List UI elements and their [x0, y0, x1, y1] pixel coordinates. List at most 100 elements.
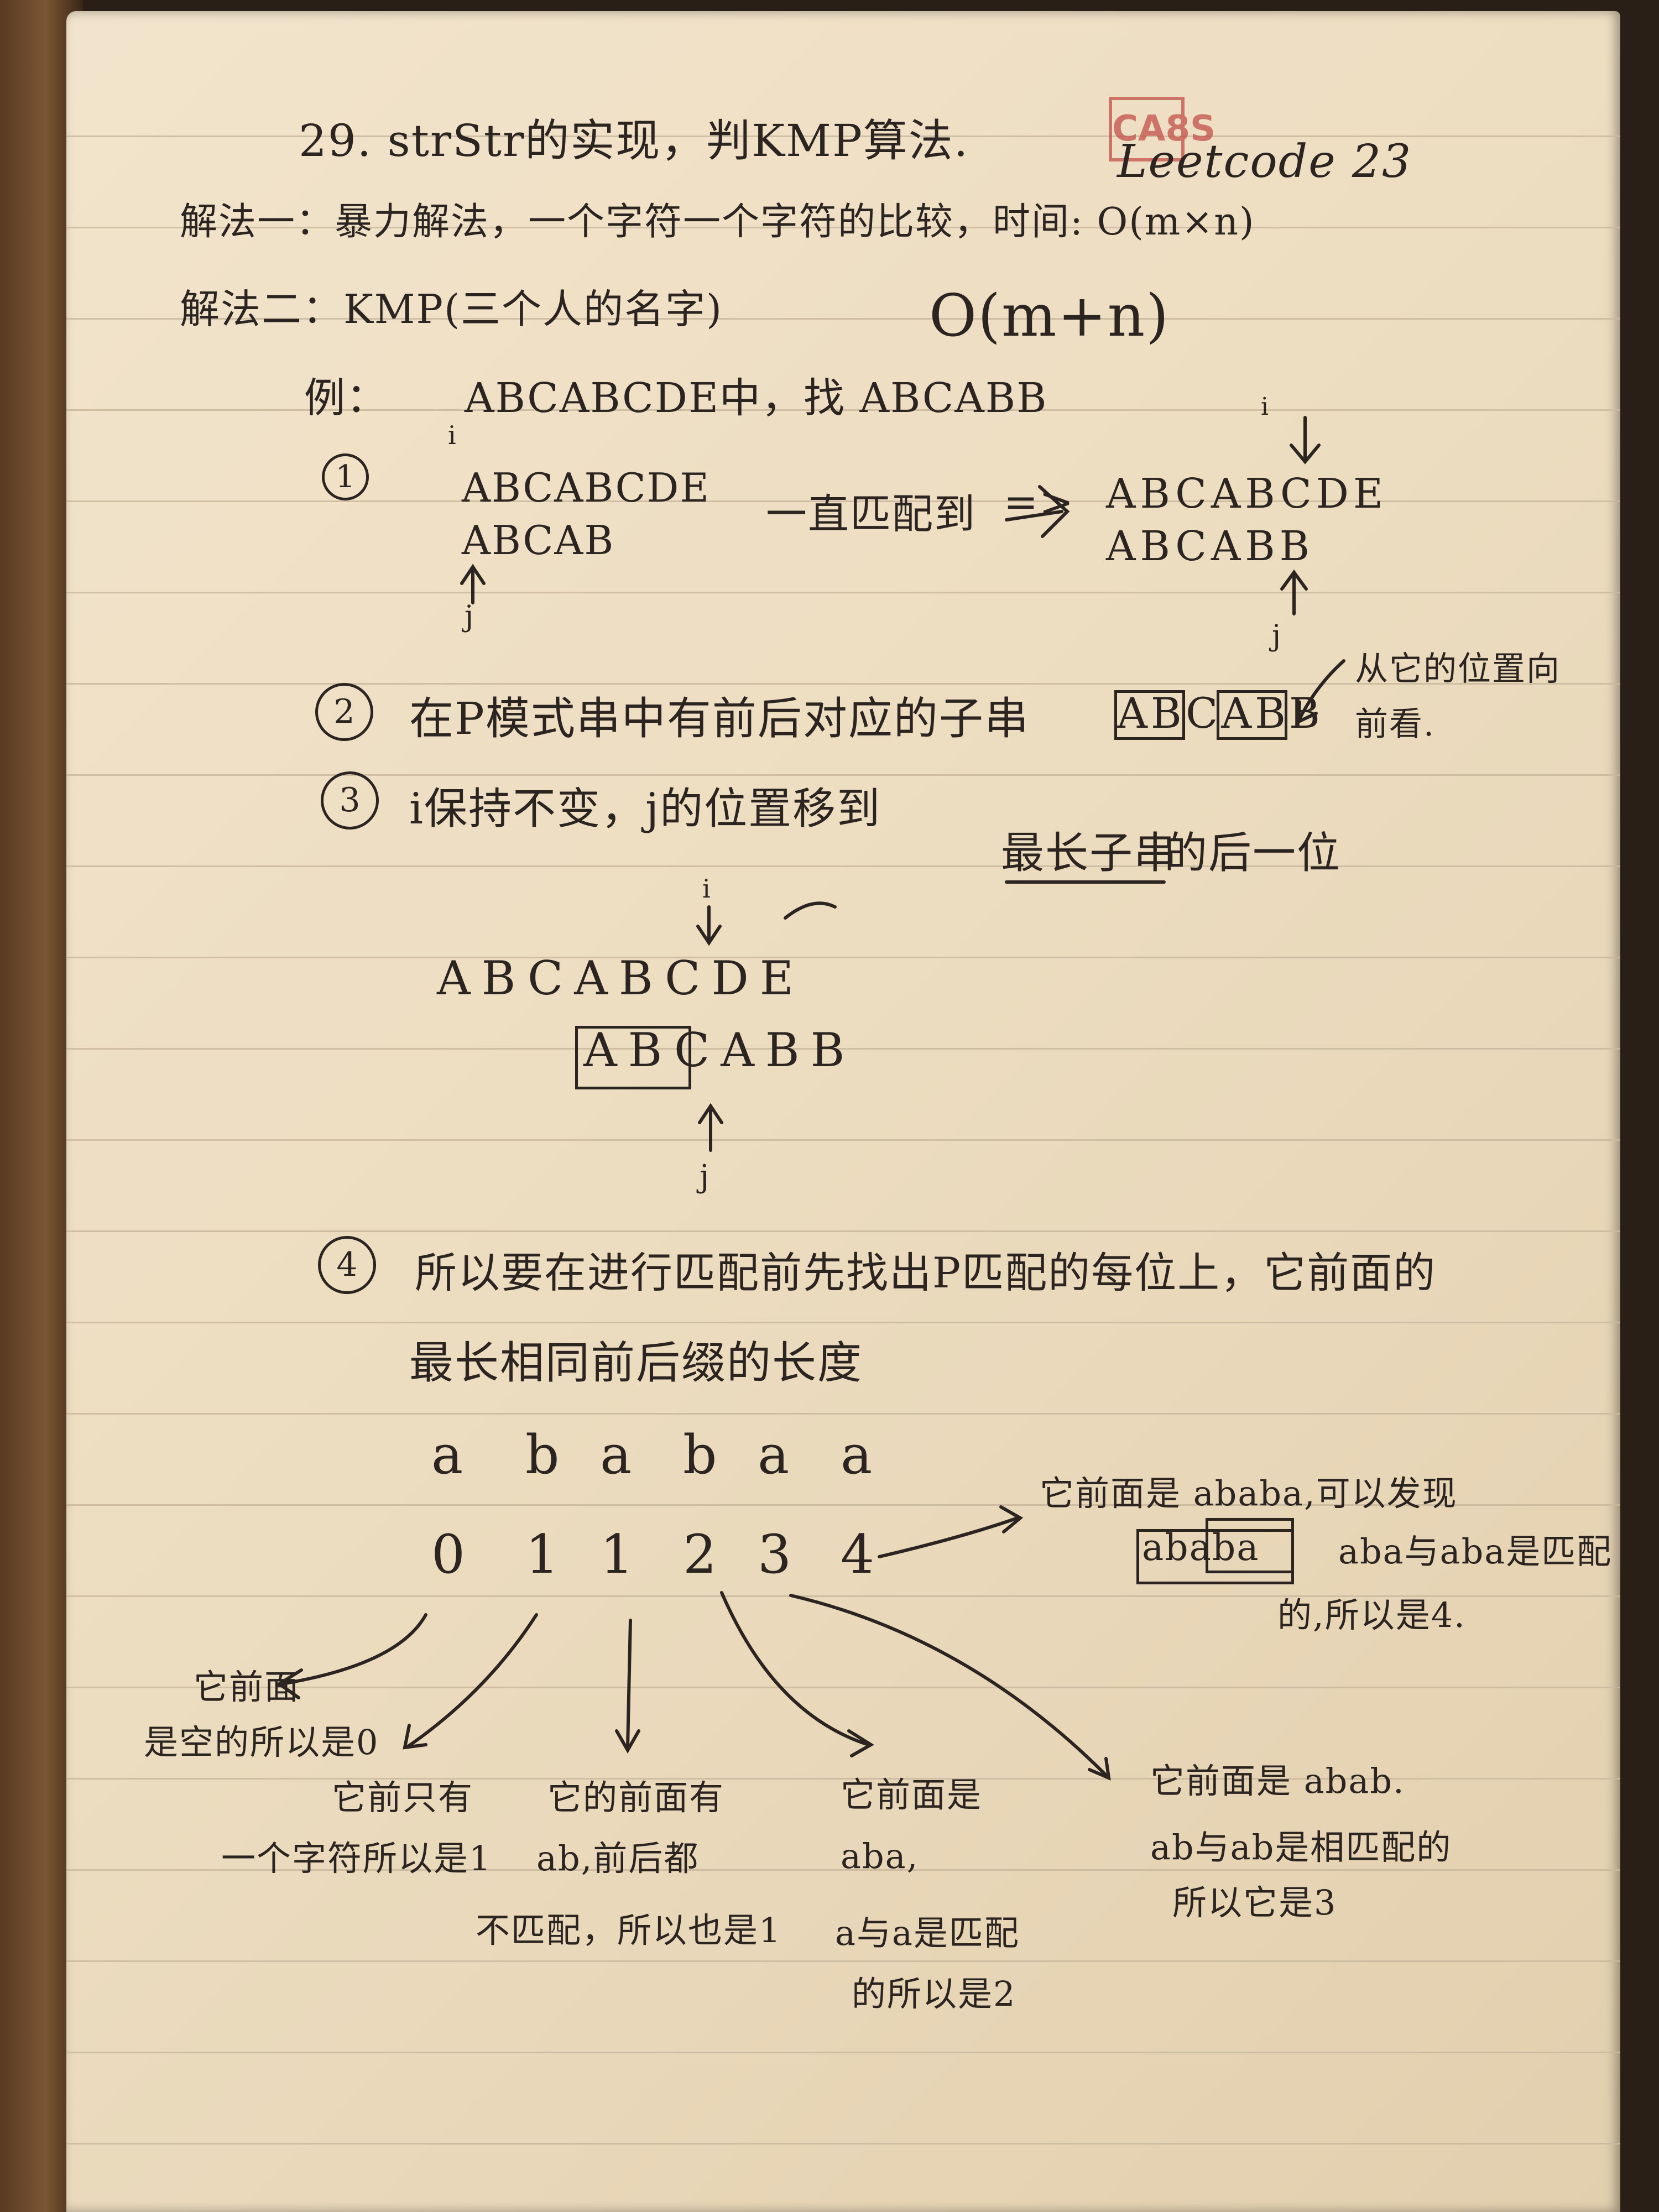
- step3-text-string: ABCABCDE: [437, 951, 805, 1005]
- ruled-line: [66, 1687, 1620, 1688]
- page-title: 29. strStr的实现，判KMP算法.: [299, 115, 969, 166]
- pointer-j-label: j: [700, 1159, 711, 1194]
- ruled-line: [66, 2143, 1620, 2145]
- step1-result-text: ABCABCDE: [1106, 470, 1387, 518]
- next-value: 1: [525, 1524, 561, 1585]
- step3-text-a: i保持不变，j的位置移到: [409, 784, 881, 834]
- pointer-j-label: j: [465, 600, 475, 633]
- next-value: 3: [758, 1524, 793, 1585]
- ruled-line: [66, 774, 1620, 776]
- annotation-line: 它的前面有: [547, 1777, 725, 1818]
- step3-pattern: ABCABB: [583, 1023, 856, 1077]
- next-value: 4: [841, 1524, 876, 1585]
- pattern-char: a: [431, 1424, 465, 1486]
- match-arrow-icon: [1005, 485, 1070, 538]
- step-number: 3: [321, 771, 379, 830]
- step2-text: 在P模式串中有前后对应的子串: [409, 693, 1030, 744]
- next-value: 2: [683, 1524, 718, 1585]
- pointer-i-label: i: [1261, 393, 1270, 421]
- pattern-char: a: [600, 1424, 633, 1486]
- ruled-line: [66, 1960, 1620, 1962]
- arrow-to-a1-icon: [403, 1613, 538, 1750]
- ruled-line: [66, 865, 1620, 867]
- pointer-j-label: j: [1272, 619, 1282, 653]
- ruled-line: [66, 1778, 1620, 1780]
- annotation-line: ab与ab是相匹配的: [1150, 1827, 1452, 1867]
- method-one: 解法一：暴力解法，一个字符一个字符的比较，时间: O(m×n): [180, 200, 1255, 244]
- look-back-arrow-icon: [1296, 659, 1345, 724]
- pointer-i-label: i: [702, 874, 712, 904]
- ruled-line: [66, 683, 1620, 685]
- ruled-line: [66, 135, 1620, 137]
- step4-line1: 所以要在进行匹配前先找出P匹配的每位上，它前面的: [415, 1248, 1437, 1297]
- ruled-line: [66, 1413, 1620, 1415]
- ruled-line: [66, 409, 1620, 411]
- arrow-to-a0-icon: [276, 1613, 427, 1699]
- pointer-arrow-icon: [698, 1103, 723, 1152]
- step1-pattern: ABCAB: [462, 517, 615, 564]
- step-number: 1: [322, 453, 369, 500]
- boxed-prefix-text: ababa: [1142, 1526, 1260, 1569]
- ruled-line: [66, 1230, 1620, 1232]
- method-two-label: 解法二：KMP(三个人的名字): [180, 286, 723, 332]
- pattern-char: b: [525, 1424, 561, 1486]
- annotation-line: 它前面是 ababa,可以发现: [1040, 1473, 1458, 1514]
- annotation-line: a与a是匹配: [835, 1913, 1020, 1953]
- annotation-line: 不匹配，所以也是1: [476, 1910, 782, 1950]
- pattern-char: b: [683, 1424, 718, 1486]
- suffix-box: [1206, 1518, 1294, 1573]
- annotation-line: 它前面是 abab.: [1150, 1761, 1405, 1801]
- pointer-arrow-icon: [696, 905, 722, 946]
- pattern-char: a: [758, 1424, 791, 1486]
- ruled-line: [66, 500, 1620, 502]
- annotation-line: 一个字符所以是1: [221, 1838, 492, 1879]
- ruled-line: [66, 2052, 1620, 2053]
- annotation-line: aba,: [841, 1836, 919, 1876]
- step1-text-string: ABCABCDE: [462, 465, 710, 511]
- step3-underlined: 最长子串: [1001, 828, 1178, 878]
- example-label: 例：: [304, 374, 388, 422]
- step1-result-pattern: ABCABB: [1106, 523, 1314, 570]
- ruled-line: [66, 1595, 1620, 1597]
- method-two-complexity: O(m+n): [929, 282, 1170, 349]
- matched-prefix-box: [575, 1026, 691, 1089]
- arrow-to-a4-icon: [789, 1594, 1111, 1781]
- pattern-char: a: [841, 1424, 874, 1486]
- annotation-arrows: [276, 416, 1345, 1781]
- ruled-line: [66, 1322, 1620, 1323]
- arrow-to-a2-icon: [615, 1619, 640, 1754]
- pointer-arrow-icon: [1290, 416, 1321, 465]
- annotation-line: aba与aba是匹配: [1338, 1531, 1613, 1572]
- step2-note: 从它的位置向前看.: [1355, 650, 1561, 744]
- annotation-line: ab,前后都: [536, 1838, 700, 1879]
- source-label: Leetcode 23: [1117, 135, 1412, 188]
- ruled-line: [66, 1139, 1620, 1141]
- step1-middle: 一直匹配到: [766, 491, 976, 538]
- notebook-page: 29. strStr的实现，判KMP算法. CA8S Leetcode 23 解…: [66, 11, 1620, 2212]
- step4-line2: 最长相同前后缀的长度: [409, 1337, 863, 1389]
- pointer-arrow-icon: [1280, 569, 1308, 615]
- annotation-line: 它前面: [194, 1667, 300, 1707]
- arrow-to-a3-icon: [720, 1591, 874, 1757]
- ruled-line: [66, 1048, 1620, 1050]
- next-value: 1: [600, 1524, 635, 1585]
- step3-text-b: 的后一位: [1164, 828, 1342, 878]
- pointer-i-label: i: [448, 420, 457, 450]
- next-value: 0: [431, 1524, 467, 1585]
- ruled-line: [66, 318, 1620, 320]
- pointer-arrow-icon: [784, 901, 837, 920]
- step-number: 2: [315, 683, 373, 741]
- prefix-box: [1114, 690, 1185, 740]
- annotation-line: 的所以是2: [852, 1974, 1016, 2014]
- pointer-arrow-icon: [460, 564, 486, 604]
- annotation-line: 的,所以是4.: [1277, 1595, 1466, 1635]
- annotation-line: 所以它是3: [1172, 1882, 1337, 1923]
- annotation-line: 是空的所以是0: [144, 1722, 379, 1762]
- ruled-line: [66, 227, 1620, 228]
- ruled-line: [66, 957, 1620, 958]
- suffix-box: [1217, 690, 1287, 740]
- step-number: 4: [318, 1236, 376, 1294]
- annotation-line: 它前面是: [841, 1775, 983, 1815]
- ruled-line: [66, 1869, 1620, 1871]
- step1-arrow: =>: [1004, 478, 1075, 526]
